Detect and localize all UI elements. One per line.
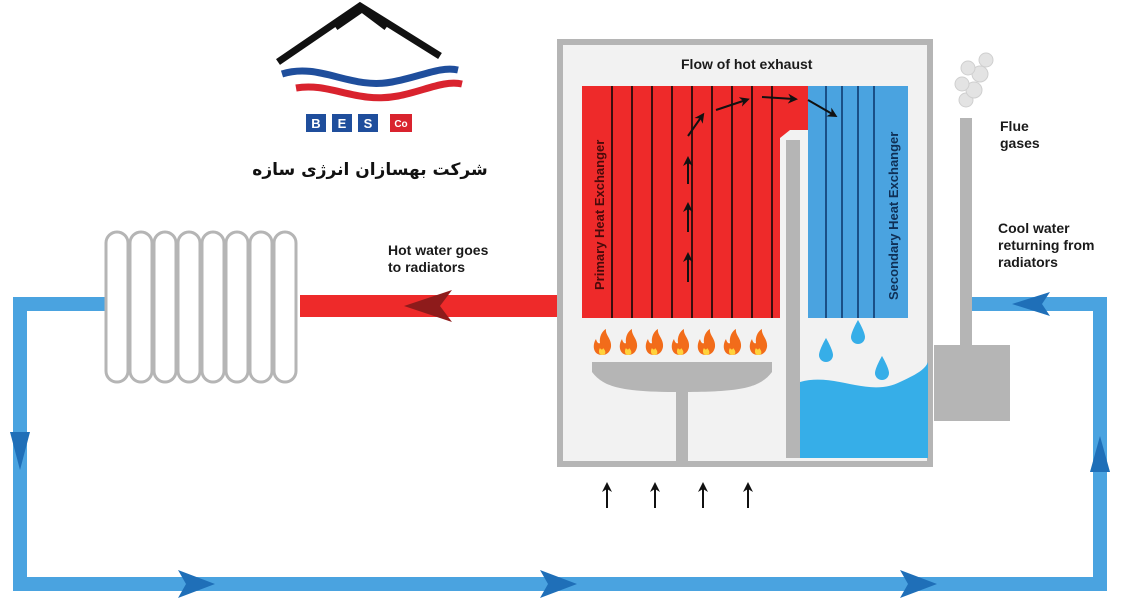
label-primary-heat-exchanger: Primary Heat Exchanger: [592, 139, 607, 290]
flame-icon: [619, 329, 638, 355]
label-flue-gases: Flue gases: [1000, 118, 1040, 152]
burner: [592, 362, 772, 462]
logo-wave-red: [295, 79, 463, 102]
flame-icon: [749, 329, 768, 355]
label-cool-water: Cool water returning from radiators: [998, 220, 1094, 271]
flow-arrow-down-icon: [10, 432, 30, 470]
logo-letter-b: B: [311, 116, 320, 131]
label-cool-water-line: radiators: [998, 254, 1058, 270]
logo-letter-s: S: [364, 116, 373, 131]
flow-arrow-right-icon: [900, 570, 937, 598]
logo-co: Co: [394, 119, 407, 130]
flow-arrow-right-icon: [178, 570, 215, 598]
label-flow-of-hot-exhaust: Flow of hot exhaust: [681, 56, 813, 72]
flame-icon: [645, 329, 664, 355]
logo-wave-blue: [280, 65, 459, 87]
air-intake-arrows: [602, 482, 753, 508]
label-secondary-heat-exchanger: Secondary Heat Exchanger: [886, 131, 901, 300]
flame-icon: [723, 329, 742, 355]
exhaust-flow-arrows: [683, 93, 838, 282]
label-cool-water-line: Cool water: [998, 220, 1070, 236]
flame-icon: [593, 329, 612, 355]
water-drop-icon: [819, 338, 833, 362]
circulation-loop: [10, 292, 1110, 598]
flow-arrow-left-icon: [1012, 292, 1050, 316]
primary-heat-exchanger: [582, 86, 808, 318]
company-logo: B E S Co: [276, 1, 463, 132]
flow-arrow-up-icon: [1090, 436, 1110, 472]
flame-icon: [671, 329, 690, 355]
flames: [593, 329, 768, 355]
label-flue-gases-line: gases: [1000, 135, 1040, 151]
logo-roof: [276, 1, 442, 65]
smoke-icon: [954, 52, 994, 108]
water-drop-icon: [851, 320, 865, 344]
label-hot-water-line: Hot water goes: [388, 242, 489, 258]
label-hot-water-line: to radiators: [388, 259, 466, 275]
divider-wall: [786, 140, 800, 458]
company-name: شرکت بهسازان انرژی سازه: [252, 160, 488, 180]
flame-icon: [697, 329, 716, 355]
label-cool-water-line: returning from: [998, 237, 1095, 253]
label-flue-gases-line: Flue: [1000, 118, 1029, 134]
water-drop-icon: [875, 356, 889, 380]
radiator-icon: [104, 230, 298, 384]
condensate-water: [800, 362, 928, 458]
logo-letter-e: E: [338, 116, 347, 131]
secondary-heat-exchanger: [808, 86, 908, 318]
hot-water-pipe: [300, 290, 590, 322]
flow-arrow-right-icon: [540, 570, 577, 598]
flow-arrow-left-icon: [404, 290, 452, 322]
flue-pipe: [934, 118, 1010, 421]
label-hot-water: Hot water goes to radiators: [388, 242, 488, 276]
